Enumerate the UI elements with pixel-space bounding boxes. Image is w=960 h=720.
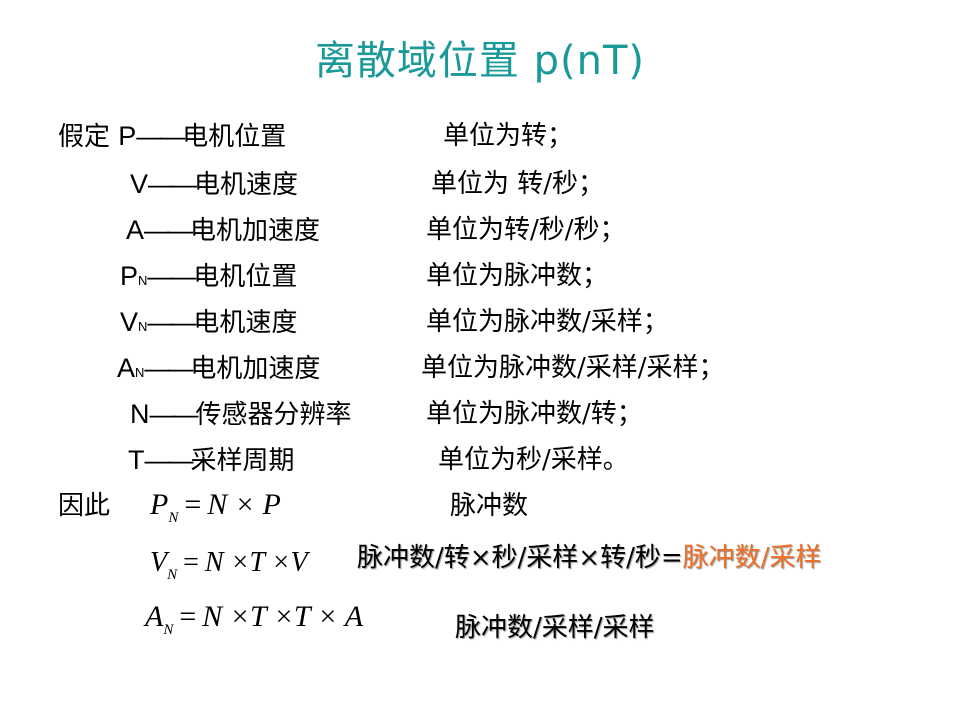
formula-lhs: V: [150, 547, 168, 578]
definition-row-an: AN——电机加速度: [117, 352, 320, 389]
formula-lhs: P: [150, 488, 169, 521]
symbol: N: [130, 399, 150, 429]
definition-row-pn: PN——电机位置: [120, 260, 297, 297]
formula-vn: VN =N ×T ×V: [150, 546, 308, 592]
symbol: T: [128, 445, 145, 475]
equals-sign: =: [184, 488, 202, 521]
formula-rhs: N × P: [207, 488, 281, 521]
symbol: V: [130, 169, 149, 199]
formula-pn-unit: 脉冲数: [450, 491, 529, 521]
formula-rhs: N ×T ×V: [204, 547, 308, 578]
description: 电机速度: [193, 308, 298, 338]
dash: ——: [144, 215, 193, 245]
symbol: V: [120, 307, 139, 337]
definition-row-a: A——电机加速度: [126, 214, 320, 247]
dash: ——: [147, 261, 196, 291]
dash: ——: [148, 169, 197, 199]
symbol: A: [126, 215, 145, 245]
subscript: N: [135, 365, 145, 380]
subscript: N: [138, 319, 148, 334]
therefore-label: 因此: [58, 491, 111, 521]
unit-derivation: 脉冲数/转×秒/采样×转/秒=: [357, 543, 683, 573]
definition-row-n: N——传感器分辨率: [130, 398, 352, 431]
symbol: A: [117, 353, 136, 383]
definition-row-p: 假定 P——电机位置: [58, 120, 286, 153]
dash: ——: [147, 307, 196, 337]
definition-row-vn: VN——电机速度: [120, 306, 297, 343]
unit-pn: 单位为脉冲数；: [426, 261, 609, 291]
formula-lhs-sub: N: [163, 622, 174, 638]
definition-row-v: V——电机速度: [130, 168, 298, 201]
dash: ——: [144, 445, 194, 475]
description: 电机位置: [182, 122, 287, 152]
formula-lhs: A: [145, 600, 164, 633]
unit-a: 单位为转/秒/秒；: [426, 215, 626, 245]
description: 电机速度: [194, 170, 299, 200]
unit-v: 单位为 转/秒；: [431, 169, 605, 199]
formula-pn: PN =N × P: [150, 488, 281, 535]
formula-an: AN =N ×T ×T × A: [145, 600, 363, 647]
description: 电机加速度: [190, 354, 321, 384]
unit-result: 脉冲数/采样: [682, 543, 822, 573]
formula-lhs-sub: N: [167, 567, 178, 583]
unit-t: 单位为秒/采样。: [438, 445, 629, 475]
unit-n: 单位为脉冲数/转；: [426, 399, 643, 429]
formula-vn-unit: 脉冲数/转×秒/采样×转/秒=脉冲数/采样: [357, 542, 821, 574]
intro-label: 假定: [58, 122, 111, 152]
formula-lhs-sub: N: [168, 510, 179, 526]
description: 电机加速度: [190, 216, 321, 246]
dash: ——: [136, 121, 185, 151]
subscript: N: [138, 273, 148, 288]
unit-vn: 单位为脉冲数/采样；: [426, 307, 669, 337]
equals-sign: =: [179, 600, 197, 633]
description: 电机位置: [193, 262, 298, 292]
description: 传感器分辨率: [195, 400, 352, 430]
formula-rhs: N ×T ×T × A: [202, 600, 364, 633]
definition-row-t: T——采样周期: [128, 444, 295, 477]
formula-an-unit: 脉冲数/采样/采样: [455, 613, 655, 643]
dash: ——: [149, 399, 199, 429]
dash: ——: [144, 353, 193, 383]
unit-p: 单位为转；: [443, 121, 574, 151]
unit-an: 单位为脉冲数/采样/采样；: [421, 353, 725, 383]
symbol: P: [118, 121, 137, 151]
page-title: 离散域位置 p(nT): [314, 38, 646, 84]
symbol: P: [120, 261, 139, 291]
description: 采样周期: [190, 446, 295, 476]
equals-sign: =: [183, 547, 199, 578]
